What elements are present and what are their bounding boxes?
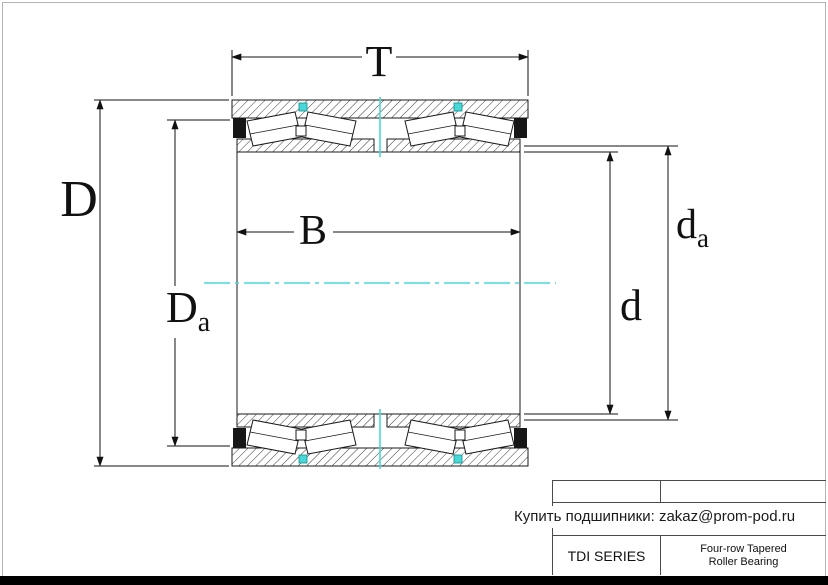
dimension-label-T: T	[366, 37, 393, 86]
dimension-label-D: D	[60, 171, 98, 228]
title-block: TDI SERIES Four-row Tapered Roller Beari…	[552, 480, 826, 575]
title-block-note-row	[553, 503, 826, 536]
lubrication-holes	[298, 102, 463, 464]
dimension-label-d: d	[620, 281, 642, 330]
title-block-bottom-row: TDI SERIES Four-row Tapered Roller Beari…	[553, 536, 826, 575]
bottom-black-bar	[0, 576, 828, 585]
bearing-type-line2: Roller Bearing	[708, 555, 779, 568]
dimension-label-Da: Da	[166, 283, 211, 338]
cage-blocks	[295, 125, 466, 441]
dimension-label-Da-sub: a	[198, 307, 211, 338]
series-label: TDI SERIES	[553, 536, 661, 575]
roller-axis-lines	[249, 124, 512, 442]
bearing-type-label: Four-row Tapered Roller Bearing	[661, 536, 826, 575]
bearing-type-line1: Four-row Tapered	[700, 542, 787, 555]
seal-bottom-right	[514, 428, 527, 448]
dimension-D	[94, 99, 229, 467]
seals	[233, 118, 527, 448]
dimension-label-da: da	[676, 202, 709, 253]
centerlines	[204, 97, 556, 469]
dimension-Da	[167, 119, 230, 447]
dimension-T	[231, 50, 529, 96]
dimension-da	[524, 145, 678, 421]
seal-top-right	[514, 118, 527, 138]
footer-contact-note: Купить подшипники: zakaz@prom-pod.ru	[512, 506, 798, 528]
dimension-label-Da-base: D	[166, 283, 198, 332]
seal-top-left	[233, 118, 246, 138]
dimension-label-da-sub: a	[697, 223, 709, 253]
seal-bottom-left	[233, 428, 246, 448]
tapered-rollers	[246, 111, 515, 455]
title-block-top-row	[553, 481, 826, 503]
dimension-label-da-base: d	[676, 202, 697, 248]
title-block-empty-cell-left	[553, 481, 661, 502]
dimension-d	[524, 151, 618, 415]
dimension-label-B: B	[299, 208, 327, 254]
title-block-empty-cell-right	[661, 481, 826, 502]
